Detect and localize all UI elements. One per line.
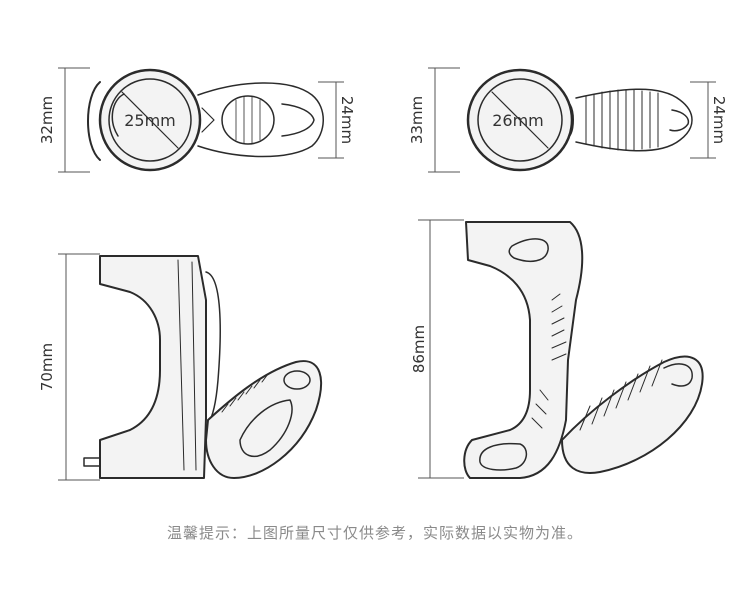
height-dim-label: 86mm [410,325,428,373]
height-dim-label: 32mm [38,96,56,144]
height-dim-label: 70mm [38,343,56,391]
side-right-view: 86mm [410,219,704,479]
height-dimension-70: 70mm [38,253,100,481]
disclaimer-note: 温馨提示：上图所量尺寸仅供参考，实际数据以实物为准。 [166,524,583,542]
tip-dim-label: 24mm [338,96,356,144]
ring-dim-label: 26mm [492,111,544,130]
ring-dim-label: 25mm [124,111,176,130]
tip-dim-label: 24mm [710,96,728,144]
product-side-profile [83,255,323,479]
height-dimension-86: 86mm [410,219,464,479]
height-dim-label: 33mm [408,96,426,144]
top-left-view: 32mm 25mm 24mm [38,67,356,173]
ring-top-view [87,68,324,172]
tip-dimension-24: 24mm [690,81,728,159]
tip-dimension-24: 24mm [318,81,356,159]
ribbed-shaft [585,89,659,151]
height-dimension-33: 33mm [408,67,460,173]
side-left-view: 70mm [38,253,323,481]
height-dimension-32: 32mm [38,67,90,173]
product-side-profile [463,221,704,479]
top-right-view: 33mm 26mm 24mm [408,67,728,173]
ring-top-view [466,68,693,172]
